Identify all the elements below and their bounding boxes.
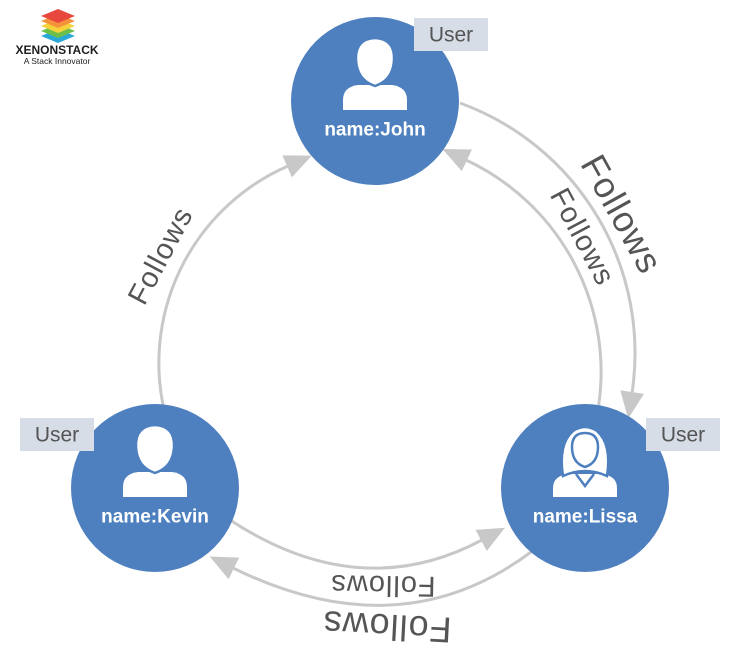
edge-kevin-to-john <box>157 155 312 406</box>
xenonstack-layers-logo-icon <box>41 9 75 43</box>
node-name: name:John <box>324 120 425 141</box>
user-tag-lissa: User <box>646 418 720 451</box>
user-tag-label: User <box>429 24 473 47</box>
user-tag-label: User <box>661 424 705 447</box>
edges <box>157 101 645 607</box>
logo: XENONSTACK A Stack Innovator <box>15 9 99 66</box>
edge-john-to-lissa <box>459 101 645 419</box>
edge-lissa-to-kevin <box>209 550 532 607</box>
node-name: name:Kevin <box>101 507 209 528</box>
node-name: name:Lissa <box>533 507 638 528</box>
node-lissa: name:Lissa <box>501 404 669 572</box>
node-john: name:John <box>291 17 459 185</box>
user-tag-john: User <box>414 18 488 51</box>
logo-name: XENONSTACK <box>15 43 98 57</box>
edge-label-lissa-to-kevin: Follows <box>321 603 452 651</box>
logo-tagline: A Stack Innovator <box>24 56 91 66</box>
edge-labels: Follows Follows Follows Follows Follows <box>122 148 671 651</box>
male-user-icon <box>343 36 407 110</box>
node-kevin: name:Kevin <box>71 404 239 572</box>
male-user-icon <box>123 423 187 497</box>
edge-label-kevin-to-lissa: Follows <box>330 568 436 602</box>
user-tag-background <box>20 418 94 451</box>
user-tag-background <box>646 418 720 451</box>
user-tag-background <box>414 18 488 51</box>
edge-kevin-to-lissa <box>229 518 505 570</box>
user-tag-label: User <box>35 424 79 447</box>
female-user-icon <box>553 425 617 497</box>
edge-lissa-to-john <box>442 148 603 411</box>
user-tag-kevin: User <box>20 418 94 451</box>
